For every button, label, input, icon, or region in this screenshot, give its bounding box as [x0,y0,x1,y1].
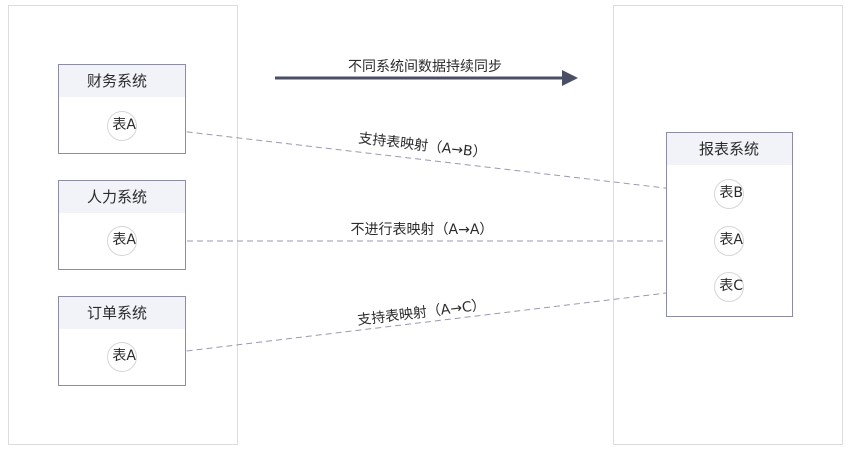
order-table-label: 表A [112,348,136,364]
link-label-hr: 不进行表映射（A→A） [351,222,494,238]
order-table-node: 表A [107,342,137,372]
finance-system-title: 财务系统 [59,65,185,97]
report-table-node-a: 表A [714,226,744,256]
report-table-label-c: 表C [719,278,743,294]
report-system-title: 报表系统 [667,133,792,165]
link-label-finance: 支持表映射（A→B） [358,131,488,162]
hr-system-box: 人力系统 [58,180,186,270]
report-table-node-b: 表B [714,179,744,209]
hr-table-label: 表A [112,232,136,248]
hr-system-title: 人力系统 [59,181,185,213]
finance-table-label: 表A [112,117,136,133]
sync-banner-label: 不同系统间数据持续同步 [348,59,502,75]
report-table-label-a: 表A [719,232,743,248]
finance-table-node: 表A [107,111,137,141]
order-system-box: 订单系统 [58,296,186,386]
hr-table-node: 表A [107,226,137,256]
report-table-node-c: 表C [714,272,744,302]
link-label-order: 支持表映射（A→C） [356,297,486,328]
report-table-label-b: 表B [719,185,743,201]
order-system-title: 订单系统 [59,297,185,329]
